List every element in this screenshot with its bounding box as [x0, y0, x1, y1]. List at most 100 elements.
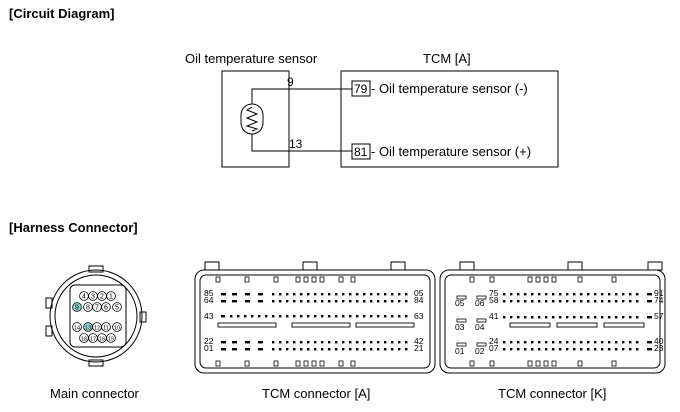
- tcm-k-notch-top-5: [551, 276, 557, 283]
- main-pin-9: [72, 302, 82, 312]
- tcm-a-lead4-3: [258, 341, 263, 344]
- tcm-a-pin-r0-3: [293, 293, 296, 296]
- tcm-a-pin-r3-18: [398, 341, 401, 344]
- tcm-a-pin-r0-1: [279, 293, 282, 296]
- tcm-a-label-right-84: 84: [414, 295, 424, 305]
- tcm-k-pin-r4-13: [594, 348, 597, 351]
- pin-81-box: [351, 143, 371, 160]
- tcm-a-notch-top-5: [311, 276, 317, 283]
- tcm-k-notch-top-7: [611, 276, 617, 283]
- main-pin-15: [106, 333, 116, 343]
- tcm-a-lead3-4: [245, 348, 250, 351]
- tcm-k-pin-r4-7: [552, 348, 555, 351]
- tcm-a-label-left-64: 64: [204, 295, 214, 305]
- tcm-k-pin-r4-11: [580, 348, 583, 351]
- tcm-k-label-07: 07: [489, 343, 499, 353]
- main-pin-14: [72, 322, 82, 332]
- tcm-k-notch-bottom-3: [535, 360, 541, 367]
- harness-connector-heading: [Harness Connector]: [9, 220, 138, 235]
- tcm-a-pin-mid-21: [377, 315, 380, 318]
- main-connector-outer-ring: [49, 269, 143, 363]
- tcm-a-lead-0: [221, 293, 226, 296]
- main-connector: [45, 265, 147, 367]
- tcm-k-pin-r0-11: [580, 293, 583, 296]
- tcm-a-notch-bottom-0: [215, 360, 221, 367]
- tcm-k-pin-r4-8: [559, 348, 562, 351]
- tcm-a-pin-r0-0: [272, 293, 275, 296]
- tcm-a-pin-r3-11: [349, 341, 352, 344]
- tcm-a-pin-mid-5: [265, 315, 268, 318]
- tcm-connector-k: [439, 261, 666, 374]
- tcm-a-pin-r3-17: [391, 341, 394, 344]
- tcm-a-lead2-3: [232, 341, 237, 344]
- tcm-a-lead2-4: [232, 348, 237, 351]
- tcm-a-lead2-1: [232, 300, 237, 303]
- tcm-a-pin-r4-16: [384, 348, 387, 351]
- tcm-connector-a: [194, 261, 436, 374]
- tcm-a-pin-r1-14: [370, 300, 373, 303]
- tcm-a-latch-mid: [302, 261, 318, 271]
- tcm-k-pin-r2-7: [552, 316, 555, 319]
- tcm-a-pin-r3-4: [300, 341, 303, 344]
- tcm-k-pin-r1-17: [622, 300, 625, 303]
- tcm-a-notch-top-2: [273, 276, 279, 283]
- tcm-k-caption: TCM connector [K]: [498, 386, 607, 401]
- tcm-k-label-right-91: 91: [654, 288, 664, 298]
- tcm-a-pin-r0-9: [335, 293, 338, 296]
- tcm-k-pin-r4-15: [608, 348, 611, 351]
- tcm-k-pins: [456, 276, 652, 367]
- tcm-k-pin-r3-11: [580, 341, 583, 344]
- tcm-k-pad-01: [456, 342, 467, 347]
- tcm-k-pin-r0-4: [531, 293, 534, 296]
- tcm-k-pin-r4-9: [566, 348, 569, 351]
- tcm-a-mid-lead: [221, 315, 225, 318]
- tcm-k-pin-r0-6: [545, 293, 548, 296]
- tcm-k-pin-r1-13: [594, 300, 597, 303]
- tcm-a-pin-r0-2: [286, 293, 289, 296]
- tcm-k-pad-label-04: 04: [475, 322, 485, 332]
- tcm-a-lead3-3: [245, 341, 250, 344]
- tcm-k-pin-r0-15: [608, 293, 611, 296]
- tcm-k-pin-r4-4: [531, 348, 534, 351]
- tcm-a-inner: [199, 274, 431, 369]
- tcm-a-pin-r1-11: [349, 300, 352, 303]
- tcm-k-pin-r1-11: [580, 300, 583, 303]
- tcm-k-end-3: [647, 341, 652, 344]
- tcm-a-pin-r4-2: [286, 348, 289, 351]
- tcm-k-pin-r2-16: [615, 316, 618, 319]
- tcm-a-pin-r4-3: [293, 348, 296, 351]
- tcm-a-pins: [215, 276, 415, 367]
- circuit-diagram-heading: [Circuit Diagram]: [9, 6, 115, 21]
- tcm-k-pin-r2-9: [566, 316, 569, 319]
- tcm-a-pin-r1-12: [356, 300, 359, 303]
- tcm-k-pin-r4-14: [601, 348, 604, 351]
- tcm-k-notch-bottom-0: [469, 360, 475, 367]
- main-connector-pin-field: [69, 284, 127, 348]
- main-pin-label-17: 17: [90, 337, 96, 343]
- tcm-a-pin-r3-7: [321, 341, 324, 344]
- tcm-a-pin-r4-17: [391, 348, 394, 351]
- tcm-label: TCM [A]: [423, 51, 471, 66]
- tcm-a-lead4-1: [258, 300, 263, 303]
- tcm-k-bar-0: [509, 322, 551, 328]
- tcm-a-label-left-01: 01: [204, 343, 214, 353]
- tcm-a-pin-mid-10: [300, 315, 303, 318]
- tcm-k-pin-r4-1: [510, 348, 513, 351]
- tcm-k-notch-bottom-7: [611, 360, 617, 367]
- tcm-k-notch-top-3: [535, 276, 541, 283]
- tcm-k-pin-r3-18: [629, 341, 632, 344]
- main-connector-caption: Main connector: [50, 386, 139, 401]
- tcm-k-pin-r2-4: [531, 316, 534, 319]
- wire-13: [251, 134, 352, 152]
- tcm-a-pin-mid-6: [272, 315, 275, 318]
- tcm-a-caption: TCM connector [A]: [262, 386, 371, 401]
- tcm-a-pin-r4-13: [363, 348, 366, 351]
- tcm-a-pin-r0-11: [349, 293, 352, 296]
- tcm-a-latch-left: [204, 261, 220, 271]
- wire-top-label: 9: [287, 75, 294, 89]
- tcm-k-pin-r2-13: [594, 316, 597, 319]
- tcm-k-pin-r0-12: [587, 293, 590, 296]
